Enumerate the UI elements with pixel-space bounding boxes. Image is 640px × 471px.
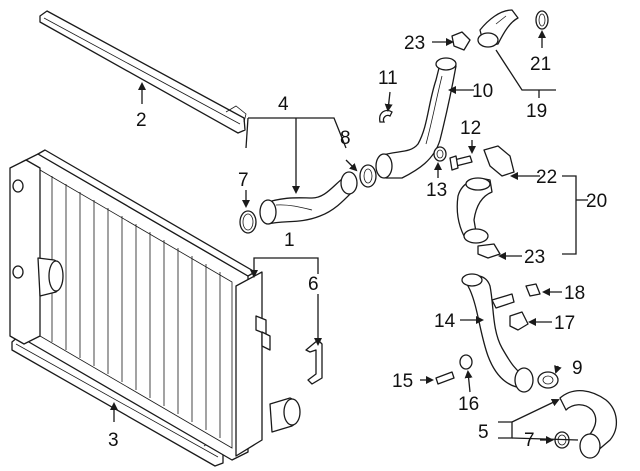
hose-clamp-lower [537, 371, 559, 389]
callout-3: 3 [108, 430, 119, 451]
callout-23-top: 23 [404, 33, 425, 54]
turbo-elbow-hose [477, 9, 519, 48]
charge-air-hose-upper [259, 171, 358, 225]
nut [459, 354, 473, 370]
core-fins [51, 176, 221, 438]
retaining-clip [379, 109, 393, 123]
flange-bolt [435, 371, 455, 385]
hose-clamp [359, 164, 377, 188]
charge-air-hose-lower [559, 390, 617, 459]
callout-7-upper: 7 [238, 170, 249, 191]
callout-21: 21 [530, 54, 551, 75]
upper-seal-strip [39, 10, 247, 134]
callout-6: 6 [308, 274, 319, 295]
callout-2: 2 [136, 110, 147, 131]
o-ring-seal-top [535, 10, 549, 30]
hose-clamp-mid-upper [483, 145, 515, 177]
washer-nut [433, 146, 447, 162]
callout-7-lower: 7 [524, 430, 535, 451]
mounting-bolt [449, 155, 473, 171]
hose-clamp-mid-lower [477, 243, 501, 259]
right-end-tank [235, 271, 301, 457]
callout-15: 15 [392, 371, 413, 392]
callout-9: 9 [572, 358, 583, 379]
callout-1: 1 [284, 230, 295, 251]
intake-hose-mid [456, 177, 493, 244]
callout-14: 14 [434, 311, 456, 332]
callout-17: 17 [554, 313, 575, 334]
callout-12: 12 [460, 118, 481, 139]
callout-23-mid: 23 [524, 247, 545, 268]
sensor-bolt [525, 283, 541, 297]
o-ring-seal-upper [239, 210, 257, 234]
bracket-clip [305, 339, 323, 385]
callout-4: 4 [278, 94, 289, 115]
callout-16: 16 [458, 394, 479, 415]
hose-clamp-top [451, 31, 471, 51]
callout-20: 20 [586, 191, 607, 212]
leader-lines [110, 30, 588, 444]
charge-pipe-upper [375, 57, 457, 179]
callout-19: 19 [526, 101, 547, 122]
callout-10: 10 [472, 81, 493, 102]
callout-labels: 1 2 3 4 5 6 7 7 8 9 10 11 12 13 14 15 16… [108, 33, 607, 451]
callout-8: 8 [340, 128, 351, 149]
left-end-tank [9, 159, 64, 345]
pressure-sensor [509, 311, 529, 331]
callout-18: 18 [564, 283, 585, 304]
callout-11: 11 [378, 68, 398, 89]
callout-5: 5 [478, 422, 489, 443]
charge-pipe-lower [461, 273, 534, 393]
intercooler-core [9, 149, 301, 461]
callout-13: 13 [426, 180, 447, 201]
callout-22: 22 [536, 167, 557, 188]
